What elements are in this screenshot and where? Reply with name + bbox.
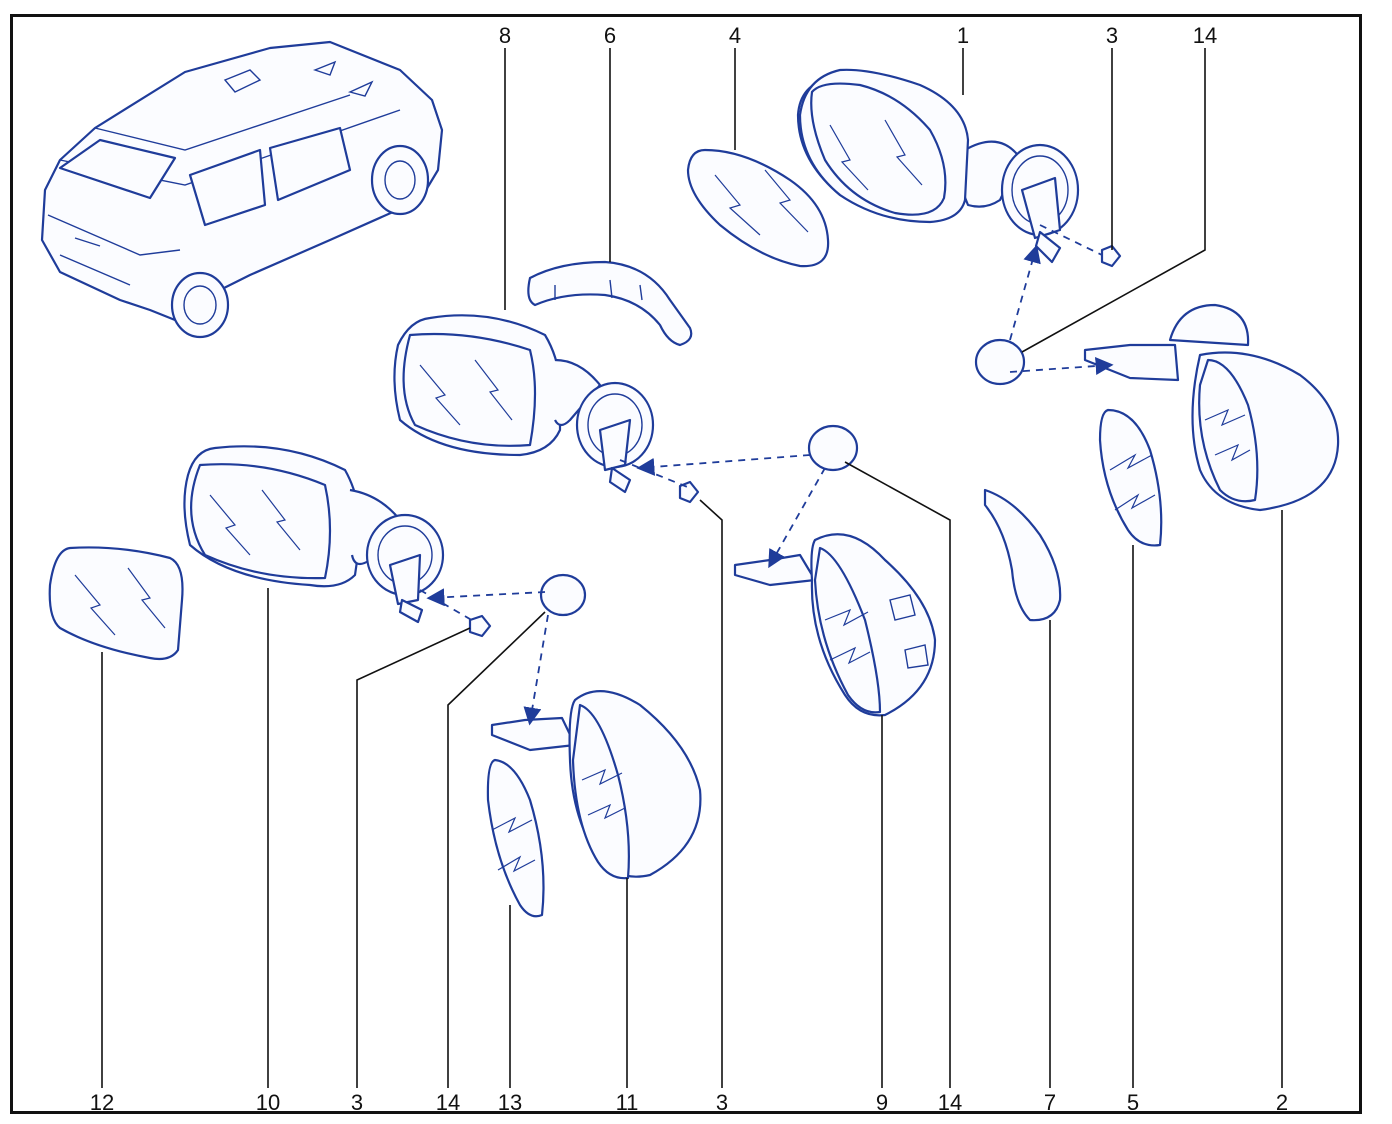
callout-labels: 8 6 4 1 3 14 12 10 3 14 13 11 3 9 14 7 5… xyxy=(90,23,1288,1115)
part-6-trim-cover xyxy=(527,260,693,347)
callout-14-lower: 14 xyxy=(436,1090,460,1115)
part-7-cover xyxy=(983,488,1062,622)
part-4-mirror-glass xyxy=(686,148,830,268)
callout-14-middle: 14 xyxy=(938,1090,962,1115)
assembly-arrows xyxy=(419,224,1114,726)
callout-8: 8 xyxy=(499,23,511,48)
part-3-bolt-left xyxy=(468,614,492,638)
part-2-mirror-housing xyxy=(1083,303,1340,512)
part-9-mirror-housing xyxy=(733,533,937,717)
part-10-mirror-assembly xyxy=(183,445,445,624)
callout-11: 11 xyxy=(616,1090,639,1115)
part-3-bolt-middle xyxy=(678,480,700,504)
callout-3-left: 3 xyxy=(351,1090,363,1115)
part-14-pad-lower xyxy=(539,573,587,617)
part-14-pad-top xyxy=(974,338,1026,386)
callout-12: 12 xyxy=(90,1090,114,1115)
callout-7: 7 xyxy=(1044,1090,1056,1115)
leader-lines xyxy=(101,48,1283,1088)
callout-14-top: 14 xyxy=(1193,23,1217,48)
callout-3-top: 3 xyxy=(1106,23,1118,48)
callout-9: 9 xyxy=(876,1090,888,1115)
part-3-bolt-top xyxy=(1100,244,1122,268)
part-13-glass xyxy=(486,758,545,918)
callout-4: 4 xyxy=(729,23,741,48)
callout-6: 6 xyxy=(604,23,616,48)
callout-5: 5 xyxy=(1127,1090,1139,1115)
callout-13: 13 xyxy=(498,1090,522,1115)
part-5-glass xyxy=(1098,408,1163,547)
part-14-pad-middle xyxy=(807,424,859,472)
callout-10: 10 xyxy=(256,1090,280,1115)
callout-2: 2 xyxy=(1276,1090,1288,1115)
car-illustration xyxy=(40,40,444,339)
part-8-mirror-assembly xyxy=(393,314,655,494)
part-11-mirror-housing xyxy=(490,690,702,880)
part-1-mirror-assembly xyxy=(796,68,1080,264)
callout-1: 1 xyxy=(957,23,969,48)
part-12-glass xyxy=(48,546,184,661)
callout-3-middle: 3 xyxy=(716,1090,728,1115)
